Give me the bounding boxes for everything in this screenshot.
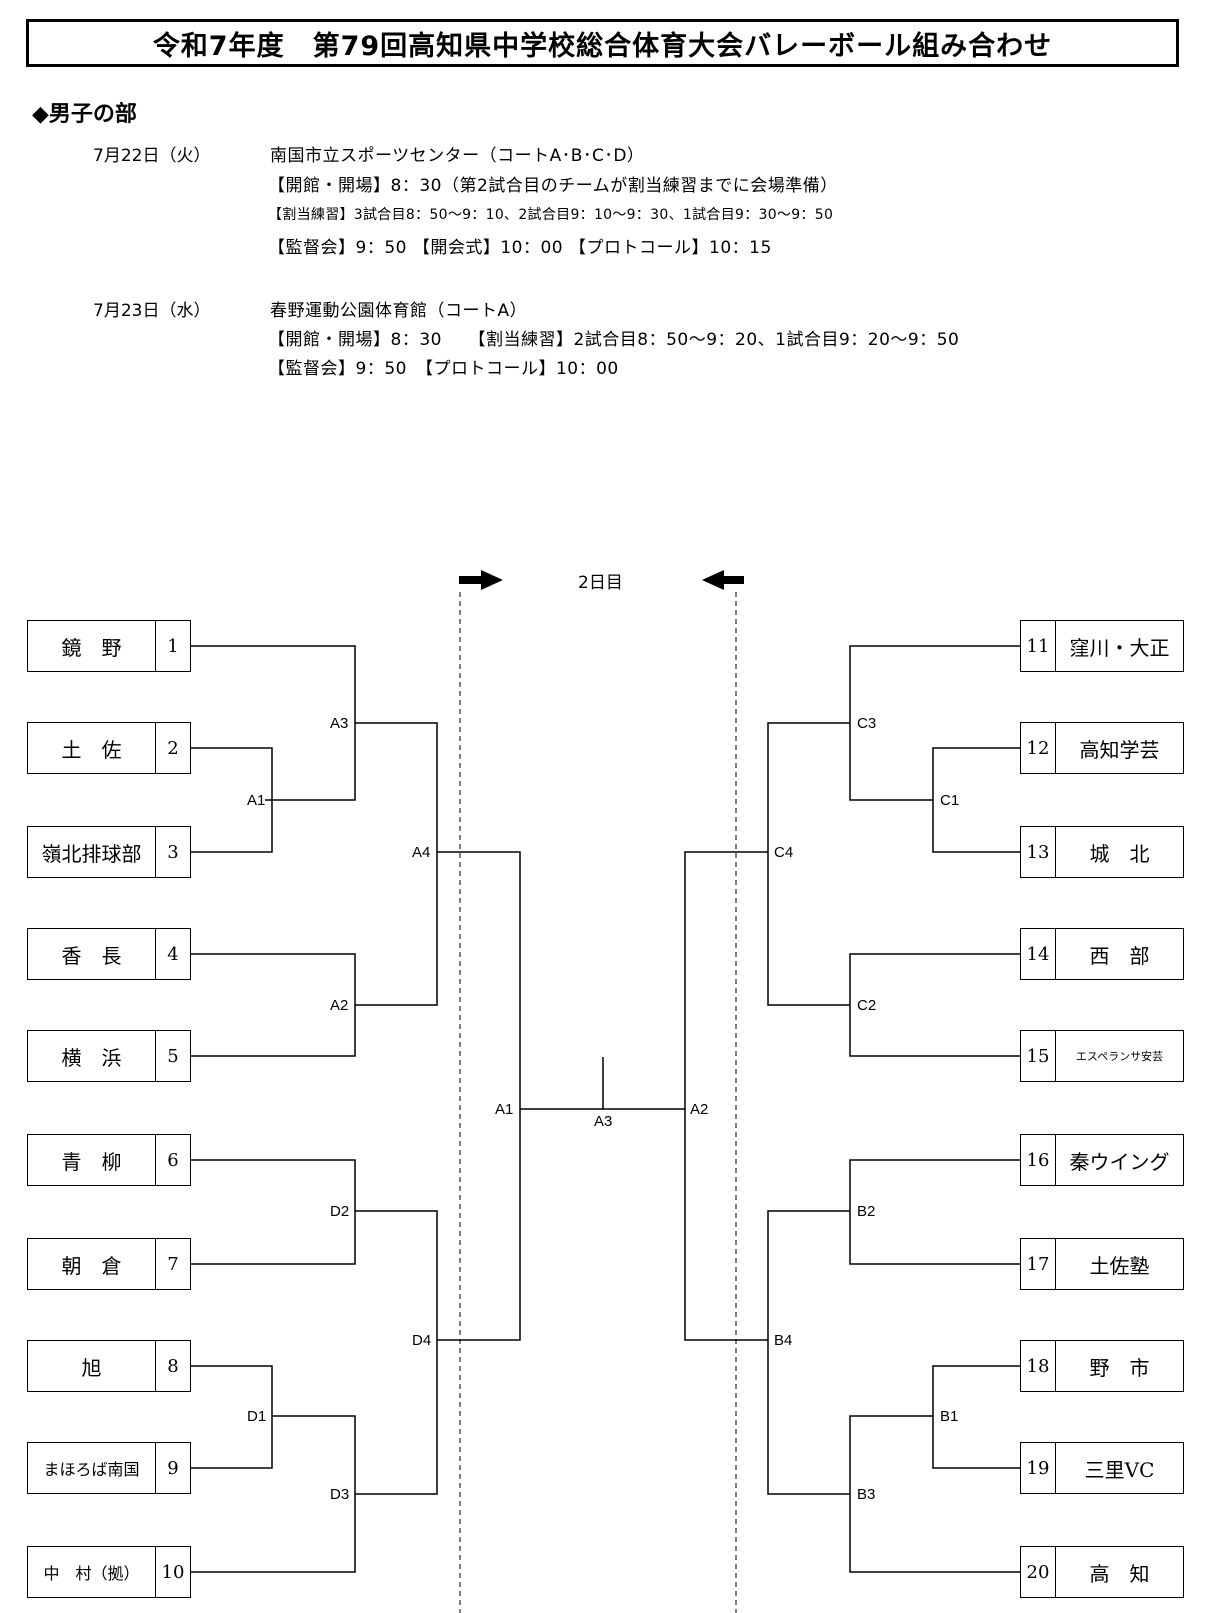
team-number: 6 — [155, 1135, 190, 1185]
team-name: 土佐塾 — [1089, 1253, 1150, 1278]
team-box: 鏡 野 1 — [27, 620, 191, 672]
right-arrow-icon — [459, 570, 503, 590]
team-number: 19 — [1021, 1443, 1056, 1493]
team-number: 14 — [1021, 929, 1056, 979]
team-name: 三里VC — [1084, 1457, 1155, 1482]
match-label-final-right: A2 — [690, 1101, 709, 1118]
team-box: 11 窪川・大正 — [1020, 620, 1184, 672]
page-title: 令和7年度 第79回高知県中学校総合体育大会バレーボール組み合わせ — [152, 30, 1053, 62]
team-name: 高 知 — [1089, 1561, 1150, 1586]
team-box: 横 浜 5 — [27, 1030, 191, 1082]
team-box: 13 城 北 — [1020, 826, 1184, 878]
team-box: 20 高 知 — [1020, 1546, 1184, 1598]
team-name: 鏡 野 — [61, 635, 122, 660]
team-number: 10 — [155, 1547, 190, 1597]
match-label-d2: D2 — [330, 1203, 350, 1220]
team-number: 4 — [155, 929, 190, 979]
team-number: 8 — [155, 1341, 190, 1391]
team-number: 3 — [155, 827, 190, 877]
team-name: 高知学芸 — [1079, 737, 1160, 762]
team-name: 旭 — [81, 1355, 102, 1380]
team-box: 18 野 市 — [1020, 1340, 1184, 1392]
match-label-a4: A4 — [412, 844, 431, 861]
match-label-b2: B2 — [857, 1203, 876, 1220]
team-box: 19 三里VC — [1020, 1442, 1184, 1494]
title-banner: 令和7年度 第79回高知県中学校総合体育大会バレーボール組み合わせ — [26, 19, 1179, 67]
schedule-line: 【割当練習】3試合目8：50～9：10、2試合目9：10～9：30、1試合目9：… — [268, 207, 834, 223]
team-box: 12 高知学芸 — [1020, 722, 1184, 774]
match-label-d3: D3 — [330, 1486, 350, 1503]
team-box: 15 エスペランサ安芸 — [1020, 1030, 1184, 1082]
team-name: 城 北 — [1089, 841, 1150, 866]
schedule-line: 春野運動公園体育館（コートA） — [270, 301, 528, 321]
team-box: 青 柳 6 — [27, 1134, 191, 1186]
team-name: 秦ウイング — [1069, 1149, 1170, 1174]
team-name: まほろば南国 — [43, 1460, 140, 1479]
team-number: 11 — [1021, 621, 1056, 671]
team-name: 中 村（拠） — [43, 1564, 140, 1583]
match-label-b3: B3 — [857, 1486, 876, 1503]
team-name: 西 部 — [1089, 943, 1150, 968]
match-label-c2: C2 — [857, 997, 877, 1014]
team-box: 17 土佐塾 — [1020, 1238, 1184, 1290]
team-box: 香 長 4 — [27, 928, 191, 980]
schedule-line: 【開館・開場】8：30（第2試合目のチームが割当練習までに会場準備） — [268, 176, 838, 196]
team-name: 土 佐 — [61, 737, 122, 762]
team-name: 嶺北排球部 — [41, 841, 142, 866]
match-label-final-center: A3 — [594, 1113, 613, 1130]
team-number: 16 — [1021, 1135, 1056, 1185]
team-box: 中 村（拠） 10 — [27, 1546, 191, 1598]
team-name: 青 柳 — [61, 1149, 122, 1174]
team-box: 14 西 部 — [1020, 928, 1184, 980]
day2-label: 2日目 — [578, 573, 623, 593]
team-box: 朝 倉 7 — [27, 1238, 191, 1290]
team-number: 20 — [1021, 1547, 1056, 1597]
team-name: 窪川・大正 — [1069, 635, 1170, 660]
schedule-line: 【監督会】9：50 【プロトコール】10：00 — [268, 359, 619, 379]
team-box: 嶺北排球部 3 — [27, 826, 191, 878]
match-label-a1: A1 — [247, 792, 266, 809]
match-label-c4: C4 — [774, 844, 794, 861]
match-label-b1: B1 — [940, 1408, 959, 1425]
team-name: 香 長 — [61, 943, 122, 968]
team-number: 9 — [155, 1443, 190, 1493]
schedule-date-1: 7月22日（火） — [93, 146, 211, 166]
left-arrow-icon — [702, 570, 744, 590]
schedule-date-2: 7月23日（水） — [93, 301, 211, 321]
schedule-line: 【監督会】9：50 【開会式】10：00 【プロトコール】10：15 — [268, 238, 772, 258]
team-box: 16 秦ウイング — [1020, 1134, 1184, 1186]
match-label-c3: C3 — [857, 715, 877, 732]
team-name: 朝 倉 — [61, 1253, 122, 1278]
match-label-a2: A2 — [330, 997, 349, 1014]
team-number: 12 — [1021, 723, 1056, 773]
team-box: まほろば南国 9 — [27, 1442, 191, 1494]
match-label-d1: D1 — [247, 1408, 267, 1425]
match-label-a3: A3 — [330, 715, 349, 732]
team-number: 7 — [155, 1239, 190, 1289]
team-number: 18 — [1021, 1341, 1056, 1391]
match-label-b4: B4 — [774, 1332, 793, 1349]
schedule-line: 南国市立スポーツセンター（コートA･B･C･D） — [270, 146, 645, 166]
team-name: エスペランサ安芸 — [1075, 1050, 1164, 1063]
match-label-c1: C1 — [940, 792, 960, 809]
team-number: 17 — [1021, 1239, 1056, 1289]
team-number: 2 — [155, 723, 190, 773]
team-name: 野 市 — [1089, 1355, 1150, 1380]
schedule-line: 【開館・開場】8：30 【割当練習】2試合目8：50～9：20、1試合目9：20… — [268, 330, 960, 350]
team-number: 5 — [155, 1031, 190, 1081]
team-number: 13 — [1021, 827, 1056, 877]
match-label-d4: D4 — [412, 1332, 432, 1349]
section-title: ◆男子の部 — [32, 102, 137, 127]
team-number: 15 — [1021, 1031, 1056, 1081]
team-number: 1 — [155, 621, 190, 671]
team-box: 土 佐 2 — [27, 722, 191, 774]
match-label-final-left: A1 — [495, 1101, 514, 1118]
team-name: 横 浜 — [61, 1045, 122, 1070]
